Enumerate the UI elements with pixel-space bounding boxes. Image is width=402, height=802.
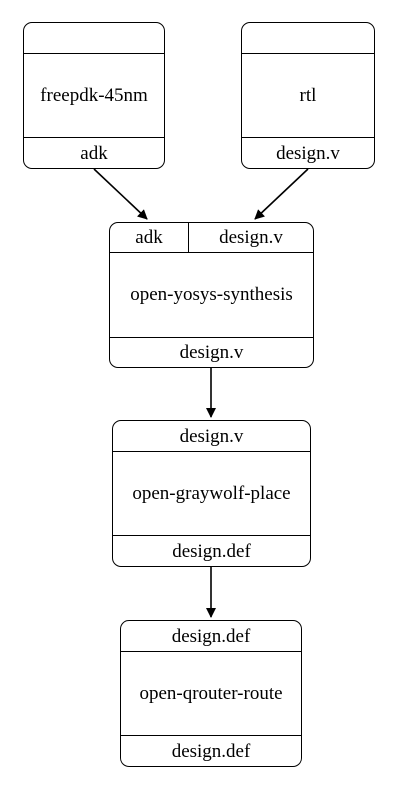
node-title: open-qrouter-route bbox=[139, 682, 283, 704]
input-port-design-def: design.def bbox=[171, 625, 251, 647]
node-title: freepdk-45nm bbox=[40, 84, 148, 106]
input-port-design-v: design.v bbox=[188, 223, 313, 252]
node-title: rtl bbox=[299, 84, 317, 106]
edge-freepdk-to-yosys bbox=[93, 168, 148, 220]
node-title: open-yosys-synthesis bbox=[130, 284, 293, 305]
output-port-design-v: design.v bbox=[179, 342, 244, 363]
input-ports-row bbox=[24, 23, 164, 54]
input-ports-row: adk design.v bbox=[110, 223, 313, 253]
output-ports-row: design.def bbox=[121, 735, 301, 766]
input-ports-row: design.def bbox=[121, 621, 301, 652]
output-ports-row: adk bbox=[24, 137, 164, 168]
output-port-design-def: design.def bbox=[172, 540, 251, 562]
output-ports-row: design.def bbox=[113, 535, 310, 566]
node-open-graywolf-place: design.v open-graywolf-place design.def bbox=[112, 420, 311, 567]
input-port-adk: adk bbox=[135, 227, 163, 248]
output-ports-row: design.v bbox=[242, 137, 374, 168]
node-open-qrouter-route: design.def open-qrouter-route design.def bbox=[120, 620, 302, 767]
node-rtl: rtl design.v bbox=[241, 22, 375, 169]
input-ports-row: design.v bbox=[113, 421, 310, 452]
node-open-yosys-synthesis: adk design.v open-yosys-synthesis design… bbox=[109, 222, 314, 368]
input-port-design-v: design.v bbox=[179, 425, 244, 447]
edge-rtl-to-yosys bbox=[254, 168, 309, 220]
output-port-design-v: design.v bbox=[276, 142, 340, 164]
output-port-adk: adk bbox=[80, 142, 108, 164]
input-ports-row bbox=[242, 23, 374, 54]
output-ports-row: design.v bbox=[110, 337, 313, 367]
node-title: open-graywolf-place bbox=[132, 482, 291, 504]
node-freepdk-45nm: freepdk-45nm adk bbox=[23, 22, 165, 169]
output-port-design-def: design.def bbox=[171, 740, 251, 762]
